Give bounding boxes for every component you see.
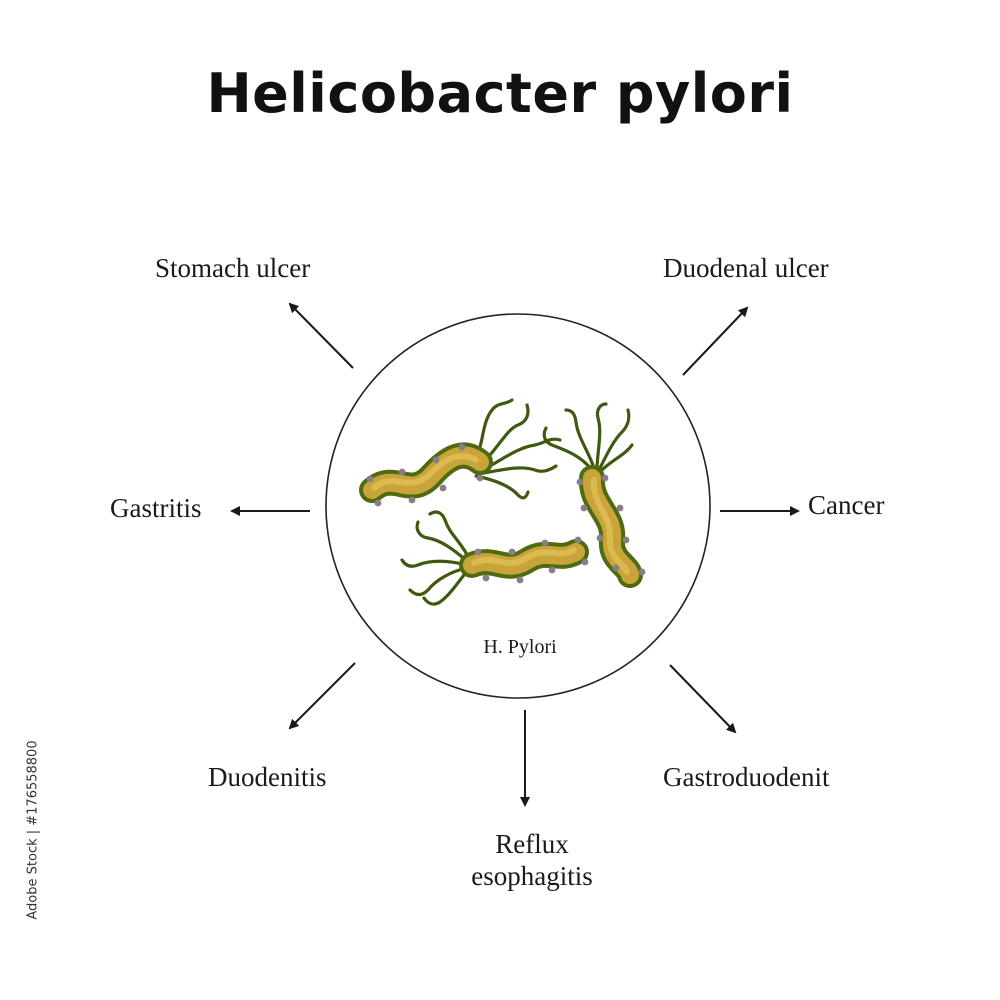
stock-id-text: Adobe Stock | #176558800 xyxy=(25,740,41,920)
label-duodenitis: Duodenitis xyxy=(208,762,327,792)
bacterium-right xyxy=(542,402,646,588)
arrow-duodenitis xyxy=(288,662,356,730)
arrow-gastroduodenit xyxy=(669,664,737,734)
label-cancer: Cancer xyxy=(808,490,885,520)
page-title: Helicobacter pylori xyxy=(206,62,794,125)
label-reflux-esophagitis: Reflux esophagitis xyxy=(471,828,593,893)
label-reflux-line1: Reflux xyxy=(495,829,569,859)
label-gastritis: Gastritis xyxy=(110,493,202,523)
label-gastroduodenit: Gastroduodenit xyxy=(663,762,830,792)
center-caption: H. Pylori xyxy=(483,636,557,658)
bacterium-bottom xyxy=(400,510,589,606)
label-duodenal-ulcer: Duodenal ulcer xyxy=(663,253,829,283)
arrow-duodenal-ulcer xyxy=(682,306,749,376)
stock-id-watermark: Adobe Stock | #176558800 xyxy=(22,740,44,920)
label-reflux-line2: esophagitis xyxy=(471,861,593,892)
arrow-stomach-ulcer xyxy=(288,302,354,369)
bacterium-upper-left xyxy=(359,398,562,507)
center-circle xyxy=(325,313,711,699)
label-stomach-ulcer: Stomach ulcer xyxy=(155,253,311,283)
